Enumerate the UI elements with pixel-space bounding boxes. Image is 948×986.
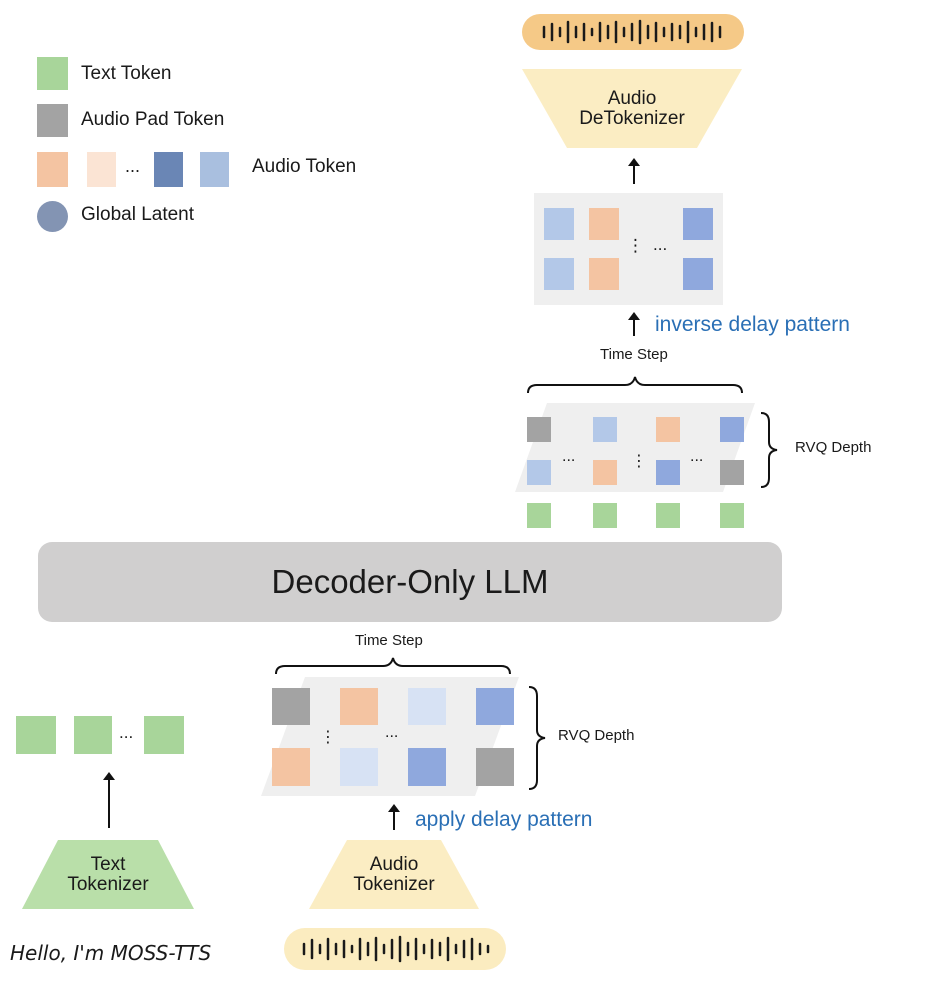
delayed-out-hdots-1: ... [562,448,576,465]
delayed-out-vdots: ⋮ [631,453,647,470]
legend-audio-token-label: Audio Token [252,156,357,177]
output-rvq-depth-label: RVQ Depth [795,439,872,456]
delayed-in-r2c1 [272,748,310,786]
llm-out-text-token-4 [720,503,744,528]
delayed-in-r2c4 [476,748,514,786]
delayed-out-r1c1 [527,417,551,442]
input-waveform [284,928,506,970]
audio-tokenizer-line1: Audio [369,854,419,875]
delayed-out-r1c2 [593,417,617,442]
waveform-bars-icon [542,19,722,45]
output-rvq-depth-brace [760,412,778,488]
audio-detokenizer-line2: DeTokenizer [579,108,685,129]
output-delayed-grid-bg [515,403,755,492]
audio-tokenizer-shape [309,840,479,909]
legend-global-latent-label: Global Latent [81,204,195,225]
output-token-grid: ⋮ ... [534,193,723,305]
input-time-step-brace [275,657,511,675]
legend-audio-token-swatch-peach [87,152,116,187]
decoder-only-llm-label: Decoder-Only LLM [271,563,549,600]
delayed-in-r1c4 [476,688,514,725]
out-token-r2c4 [683,258,713,290]
input-text-token-2 [74,716,112,754]
text-tokenizer-line1: Text [90,854,126,875]
delayed-in-r1c1 [272,688,310,725]
waveform-bars-icon [302,935,490,963]
audio-detokenizer-line1: Audio [607,88,657,109]
delayed-in-r2c3 [408,748,446,786]
out-token-r1c1 [544,208,574,240]
legend-audio-token-swatch-light-blue [200,152,229,187]
delayed-out-r1c3 [656,417,680,442]
out-grid-hdots: ... [653,235,668,254]
arrow-up-icon [103,772,115,828]
delayed-out-r2c2 [593,460,617,485]
arrow-up-icon [628,312,640,336]
input-delayed-grid-bg [261,677,519,796]
output-waveform [522,14,744,50]
legend-text-token-swatch [37,57,68,90]
arrow-up-icon [388,804,400,830]
delayed-in-r2c2 [340,748,378,786]
input-text-sample: Hello, I'm MOSS-TTS [10,941,212,965]
delayed-in-r1c2 [340,688,378,725]
audio-detokenizer-label: Audio DeTokenizer [522,89,742,129]
delayed-out-r1c4 [720,417,744,442]
output-time-step-label: Time Step [600,346,668,363]
apply-delay-pattern-label: apply delay pattern [415,808,593,831]
text-tokenizer-label: Text Tokenizer [22,855,194,895]
text-tokenizer-line2: Tokenizer [67,874,149,895]
input-text-token-1 [16,716,56,754]
legend-pad-token-swatch [37,104,68,137]
input-text-token-ellipsis: ... [119,723,134,742]
delayed-in-vdots: ⋮ [320,729,336,746]
legend-global-latent-circle [37,201,68,232]
legend-audio-token-ellipsis: ... [125,156,141,176]
delayed-in-hdots: ... [385,724,399,741]
llm-out-text-token-2 [593,503,617,528]
audio-tokenizer-label: Audio Tokenizer [309,855,479,895]
input-rvq-depth-brace [528,686,546,790]
out-grid-vdots: ⋮ [627,236,644,255]
output-time-step-brace [527,376,743,394]
delayed-out-r2c1 [527,460,551,485]
arrow-up-icon [628,158,640,184]
input-text-token-3 [144,716,184,754]
legend-pad-token-label: Audio Pad Token [81,109,225,130]
delayed-out-hdots-2: ... [690,448,704,465]
audio-tokenizer-line2: Tokenizer [353,874,435,895]
text-tokenizer-shape [22,840,194,909]
llm-out-text-token-1 [527,503,551,528]
out-token-r2c1 [544,258,574,290]
out-token-r1c2 [589,208,619,240]
legend-audio-token-swatch-dark-blue [154,152,183,187]
legend-audio-token-swatch-orange [37,152,68,187]
decoder-only-llm-block: Decoder-Only LLM [38,542,782,622]
input-time-step-label: Time Step [355,632,423,649]
llm-out-text-token-3 [656,503,680,528]
audio-detokenizer-shape [522,69,742,148]
delayed-out-r2c4 [720,460,744,485]
input-rvq-depth-label: RVQ Depth [558,727,635,744]
delayed-in-r1c3 [408,688,446,725]
legend-text-token-label: Text Token [81,63,172,84]
out-token-r1c4 [683,208,713,240]
out-token-r2c2 [589,258,619,290]
inverse-delay-pattern-label: inverse delay pattern [655,313,850,336]
delayed-out-r2c3 [656,460,680,485]
